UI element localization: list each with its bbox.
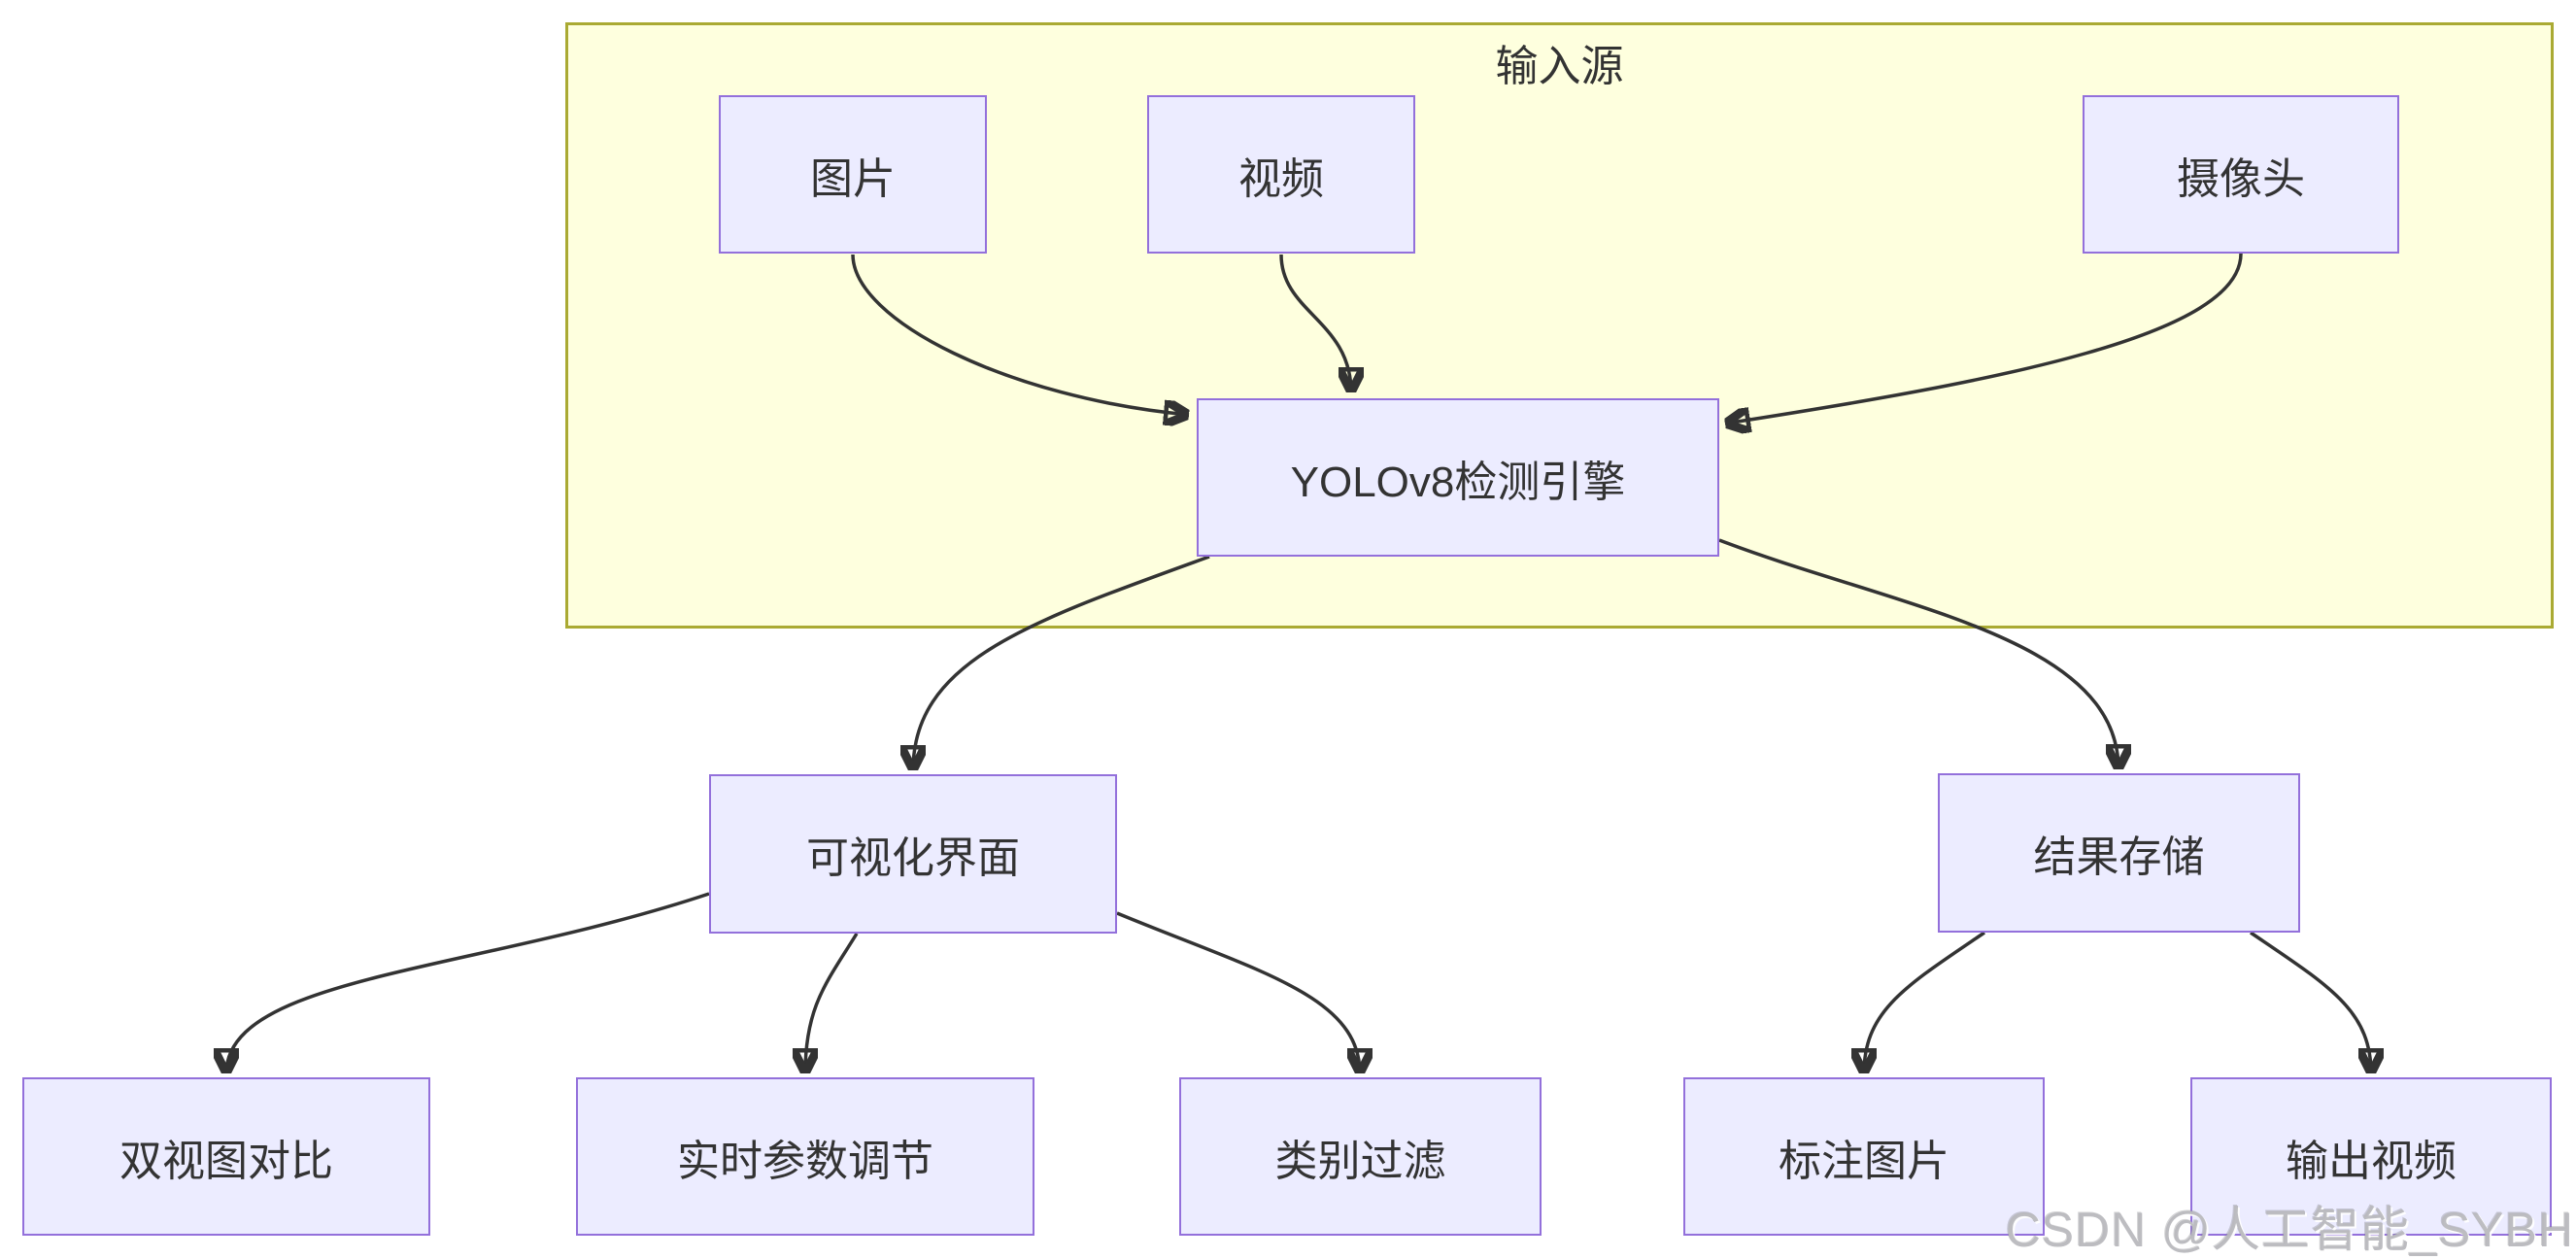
edge-storage-to-annot: [1864, 931, 1985, 1073]
edge-camera-to-engine: [1725, 253, 2243, 424]
node-visual-ui: 可视化界面: [709, 774, 1117, 934]
edge-image-to-engine: [851, 254, 1189, 415]
node-param-tuning: 实时参数调节: [576, 1077, 1034, 1236]
edge-ui-to-dual-view: [226, 892, 710, 1073]
node-annotated-images-label: 标注图片: [1779, 1137, 1949, 1185]
node-param-tuning-label: 实时参数调节: [677, 1137, 933, 1185]
node-camera-label: 摄像头: [2177, 154, 2305, 203]
csdn-watermark: CSDN @人工智能_SYBH: [2005, 1203, 2574, 1257]
node-output-video-label: 输出视频: [2286, 1137, 2457, 1185]
node-image: 图片: [719, 95, 987, 254]
node-dual-view: 双视图对比: [22, 1077, 430, 1236]
edge-ui-to-param: [805, 933, 859, 1073]
node-annotated-images: 标注图片: [1683, 1077, 2045, 1236]
node-yolov8-engine: YOLOv8检测引擎: [1197, 398, 1719, 557]
cluster-title: 输入源: [1495, 43, 1624, 90]
node-result-storage-label: 结果存储: [2033, 834, 2205, 881]
node-class-filter-label: 类别过滤: [1274, 1137, 1446, 1185]
node-yolov8-engine-label: YOLOv8检测引擎: [1290, 458, 1626, 506]
node-image-label: 图片: [810, 154, 896, 203]
node-video: 视频: [1147, 95, 1415, 254]
node-output-video: 输出视频: [2190, 1077, 2552, 1236]
node-dual-view-label: 双视图对比: [119, 1137, 333, 1185]
node-video-label: 视频: [1238, 154, 1324, 203]
node-camera: 摄像头: [2083, 95, 2399, 254]
edge-engine-to-ui: [913, 555, 1210, 770]
edge-storage-to-outvid: [2250, 931, 2371, 1073]
node-class-filter: 类别过滤: [1179, 1077, 1542, 1236]
edge-engine-to-storage: [1718, 538, 2118, 769]
edge-ui-to-filter: [1116, 911, 1360, 1073]
edge-video-to-engine: [1279, 254, 1351, 392]
node-visual-ui-label: 可视化界面: [806, 834, 1020, 882]
node-result-storage: 结果存储: [1938, 773, 2300, 933]
